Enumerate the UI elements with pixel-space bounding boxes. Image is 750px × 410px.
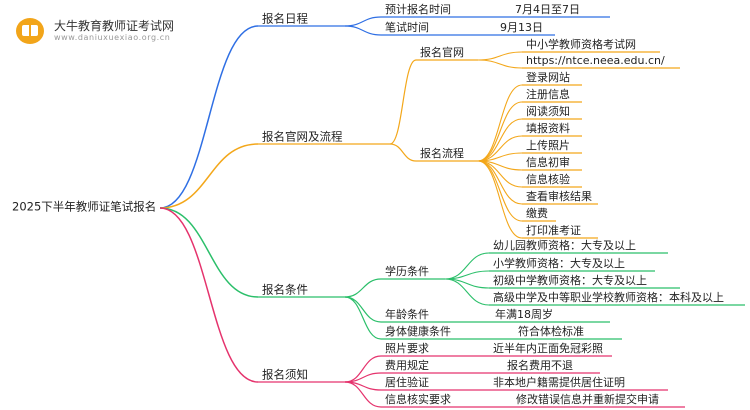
connector-line	[477, 101, 523, 162]
leaf-label: 上传照片	[526, 139, 570, 152]
child-label: 年龄条件	[385, 307, 429, 321]
connector-line	[159, 25, 259, 209]
leaf-label: 登录网站	[526, 70, 570, 84]
leaf-label: 阅读须知	[526, 104, 570, 118]
child-label: 报名官网	[420, 45, 464, 59]
connector-line	[344, 278, 382, 298]
logo-title: 大牛教育教师证考试网	[54, 19, 175, 33]
connector-line	[159, 207, 259, 298]
child-label: 笔试时间	[385, 20, 429, 34]
connector-line	[344, 16, 382, 27]
child-value: 9月13日	[500, 21, 543, 34]
connector-line	[389, 59, 417, 145]
site-logo: 大牛教育教师证考试网 www.daniuxuexiao.org.cn	[10, 14, 210, 48]
child-value: 修改错误信息并重新提交申请	[516, 392, 659, 406]
connector-line	[477, 118, 523, 162]
leaf-label: 幼儿园教师资格：大专及以上	[493, 238, 636, 252]
connector-line	[477, 160, 523, 239]
branch-label: 报名须知	[262, 368, 308, 382]
branch-label: 报名官网及流程	[262, 130, 343, 144]
connector-line	[444, 278, 490, 306]
leaf-label: 小学教师资格：大专及以上	[493, 256, 625, 270]
leaf-label: 高级中学及中等职业学校教师资格：本科及以上	[493, 290, 724, 304]
leaf-label: 中小学教师资格考试网	[526, 37, 636, 51]
child-value: 近半年内正面免冠彩照	[493, 341, 603, 355]
child-label: 预计报名时间	[385, 2, 451, 16]
connector-line	[389, 143, 417, 162]
child-value: 报名费用不退	[507, 358, 573, 372]
child-label: 信息核实要求	[385, 392, 451, 406]
root-node: 2025下半年教师证笔试报名	[12, 200, 156, 214]
leaf-label: 填报资料	[526, 121, 570, 135]
child-label: 报名流程	[420, 146, 464, 160]
child-label: 学历条件	[385, 264, 429, 278]
leaf-label: 打印准考证	[526, 223, 581, 237]
connector-line	[477, 51, 523, 61]
logo-url: www.daniuxuexiao.org.cn	[54, 33, 171, 42]
branch-label: 报名条件	[262, 283, 308, 297]
connector-line	[159, 143, 259, 209]
connector-line	[344, 381, 382, 408]
leaf-label: https://ntce.neea.edu.cn/	[526, 54, 665, 67]
leaf-label: 缴费	[526, 206, 548, 220]
leaf-label: 注册信息	[526, 87, 570, 101]
child-label: 居住验证	[385, 375, 429, 389]
connector-line	[477, 84, 523, 162]
branch-label: 报名日程	[262, 12, 308, 26]
child-value: 非本地户籍需提供居住证明	[493, 375, 625, 389]
connector-line	[344, 25, 382, 36]
child-value: 年满18周岁	[495, 307, 553, 321]
child-label: 费用规定	[385, 358, 429, 372]
child-value: 符合体检标准	[518, 324, 584, 338]
child-value: 7月4日至7日	[515, 3, 580, 16]
child-label: 照片要求	[385, 342, 429, 355]
leaf-label: 信息核验	[526, 172, 570, 186]
leaf-label: 初级中学教师资格：大专及以上	[493, 273, 647, 287]
book-icon	[16, 18, 44, 44]
leaf-label: 信息初审	[526, 155, 570, 169]
connector-line	[344, 296, 382, 340]
connector-line	[159, 207, 259, 383]
child-label: 身体健康条件	[385, 324, 451, 338]
connector-line	[477, 59, 523, 69]
leaf-label: 查看审核结果	[526, 189, 592, 203]
